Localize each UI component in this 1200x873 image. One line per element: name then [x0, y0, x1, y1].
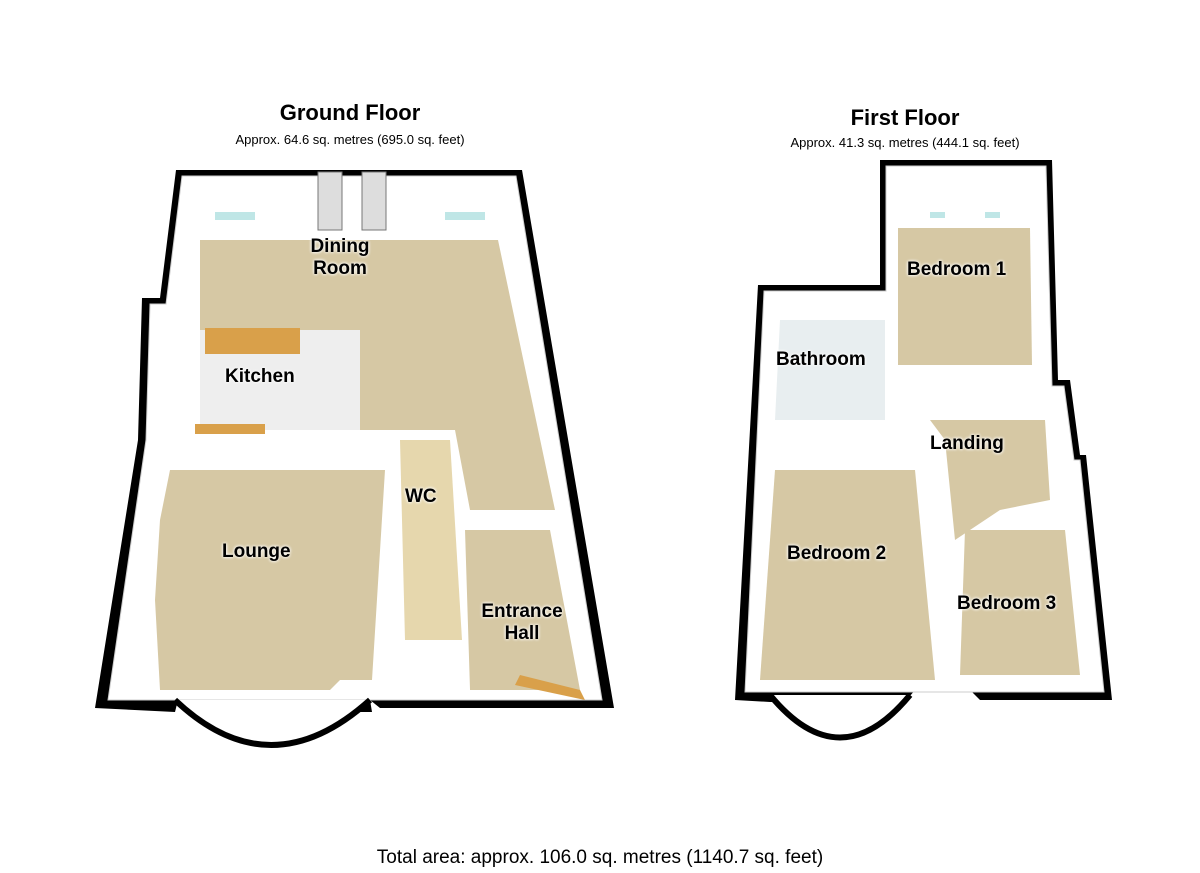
window-bedroom-1-left: [930, 212, 945, 218]
french-door-left: [317, 171, 343, 231]
french-door-right: [361, 171, 387, 231]
bathroom-floor: [775, 320, 885, 420]
wc-stairs-floor: [400, 440, 462, 640]
room-label-entrance-hall: Entrance Hall: [481, 601, 563, 644]
window-bedroom-1-right: [985, 212, 1000, 218]
bedroom-2-floor: [760, 470, 935, 680]
kitchen-worktop: [205, 328, 300, 354]
dining-room-floor: [200, 240, 555, 510]
room-label-bedroom-1: Bedroom 1: [907, 259, 1007, 280]
first-floor-plan: [735, 160, 1112, 741]
kitchen-floor: [200, 330, 360, 430]
bedroom-3-floor: [960, 530, 1080, 675]
lounge-bay-window: [172, 697, 373, 748]
ground-floor-plan: [95, 170, 614, 748]
window-dining-left: [215, 212, 255, 220]
first-floor-title: First Floor: [850, 105, 960, 130]
ground-floor-area: Approx. 64.6 sq. metres (695.0 sq. feet): [235, 132, 465, 147]
kitchen-worktop-lower: [195, 424, 265, 434]
room-label-landing: Landing: [930, 433, 1004, 454]
window-dining-right: [445, 212, 485, 220]
ground-floor-title: Ground Floor: [279, 100, 421, 125]
room-label-dining-room: Dining Room: [310, 236, 370, 279]
entrance-hall-floor: [465, 530, 580, 690]
room-label-lounge: Lounge: [222, 541, 291, 562]
room-label-bathroom: Bathroom: [776, 349, 866, 370]
room-label-bedroom-2: Bedroom 2: [787, 543, 887, 564]
entrance-door: [515, 675, 585, 700]
room-label-wc: WC: [405, 486, 437, 507]
room-label-bedroom-3: Bedroom 3: [957, 593, 1057, 614]
bedroom-2-bay-window: [767, 693, 913, 741]
total-area: Total area: approx. 106.0 sq. metres (11…: [376, 847, 824, 868]
lounge-floor: [155, 470, 385, 690]
first-floor-area: Approx. 41.3 sq. metres (444.1 sq. feet): [790, 135, 1020, 150]
room-label-kitchen: Kitchen: [225, 366, 295, 387]
bedroom-1-floor: [898, 228, 1032, 365]
landing-floor: [930, 420, 1050, 540]
